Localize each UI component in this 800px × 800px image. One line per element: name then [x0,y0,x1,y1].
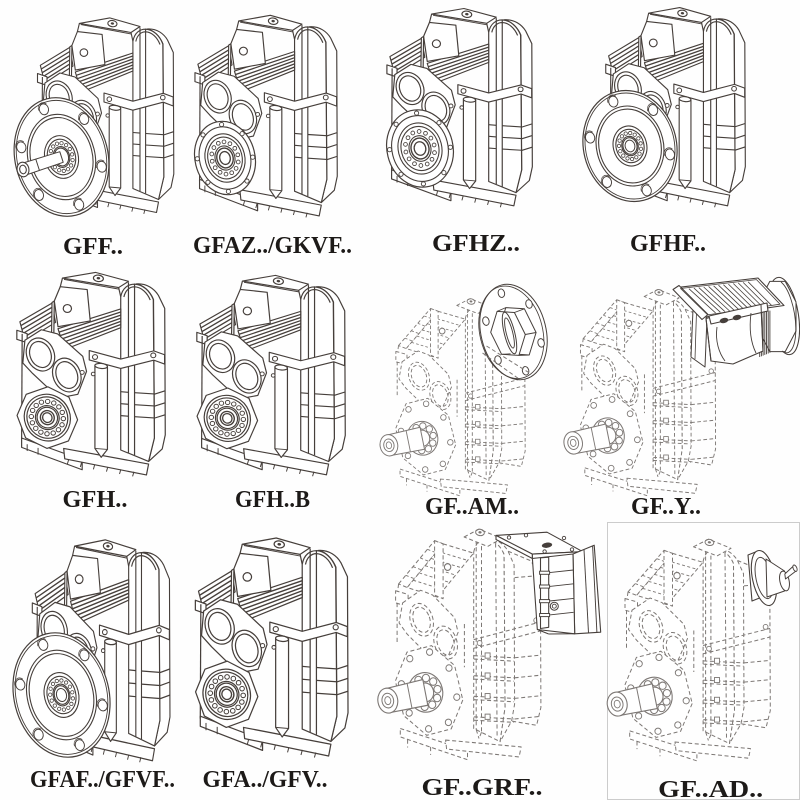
svg-text:GFF..: GFF.. [63,234,123,260]
svg-text:GFA../GFV..: GFA../GFV.. [203,767,328,793]
svg-text:GF..AM..: GF..AM.. [425,494,519,520]
svg-text:GFHZ..: GFHZ.. [432,231,520,257]
svg-text:GFHF..: GFHF.. [630,231,706,257]
svg-text:GFH..: GFH.. [63,487,128,513]
svg-text:GF..GRF..: GF..GRF.. [422,775,543,800]
svg-text:GF..Y..: GF..Y.. [631,494,701,520]
svg-text:GFAZ../GKVF..: GFAZ../GKVF.. [193,233,352,259]
svg-text:GFH..B: GFH..B [235,487,310,513]
svg-text:GFAF../GFVF..: GFAF../GFVF.. [30,767,175,793]
svg-text:GF..AD..: GF..AD.. [658,777,763,800]
